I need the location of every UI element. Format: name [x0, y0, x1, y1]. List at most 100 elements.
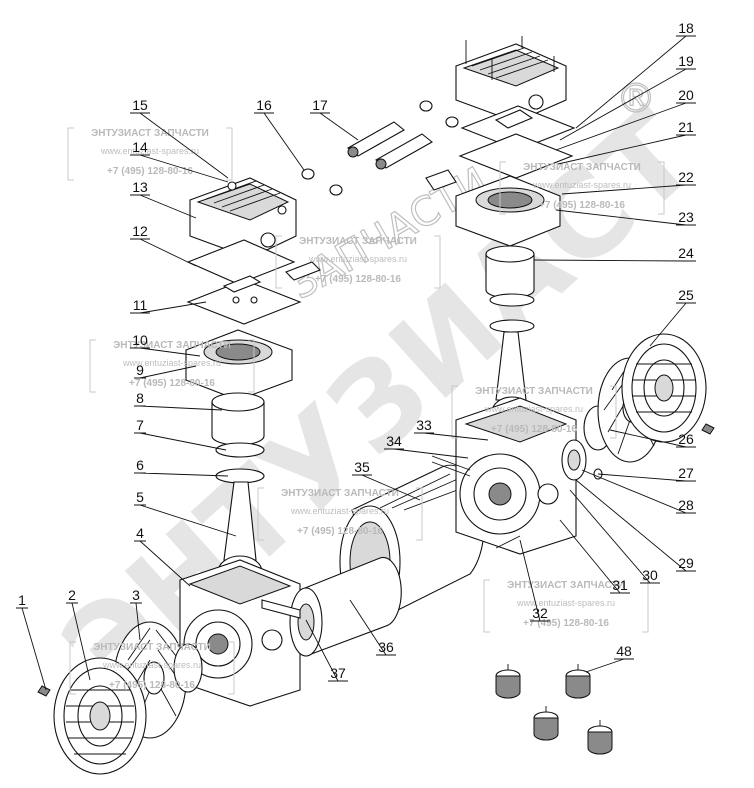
- stamp-site: www.entuziast-spares.ru: [290, 506, 389, 516]
- watermark-stamp: ЭНТУЗИАСТ ЗАПЧАСТИwww.entuziast-spares.r…: [257, 487, 423, 541]
- right-piston: [485, 245, 535, 299]
- right-crankcase: [431, 397, 577, 555]
- callout-number-20: 20: [678, 87, 694, 103]
- stamp-phone: +7 (495) 128-80-16: [523, 618, 609, 629]
- leader-line-37: [305, 619, 348, 682]
- leader-line-36: [349, 599, 396, 656]
- callout-number-14: 14: [132, 139, 148, 155]
- leader-line-48: [585, 658, 634, 673]
- stamp-phone: +7 (495) 128-80-16: [297, 526, 383, 537]
- callout-number-1: 1: [18, 592, 26, 608]
- leader-line-17: [310, 112, 359, 141]
- leader-line-10: [130, 347, 201, 357]
- callout-number-2: 2: [68, 587, 76, 603]
- leader-line-16: [254, 112, 305, 171]
- stamp-site: www.entuziast-spares.ru: [484, 404, 583, 414]
- callout-number-27: 27: [678, 465, 694, 481]
- left-cylinder-assembly: [37, 177, 321, 775]
- left-reed-valve: [222, 275, 262, 293]
- callout-number-33: 33: [416, 417, 432, 433]
- stamp-phone: +7 (495) 128-80-16: [539, 200, 625, 211]
- callout-number-18: 18: [678, 20, 694, 36]
- stamp-title: ЭНТУЗИАСТ ЗАПЧАСТИ: [475, 386, 593, 397]
- right-cylinder-head: [455, 36, 567, 123]
- watermark-stamp: ЭНТУЗИАСТ ЗАПЧАСТИ www.entuziast-spares.r…: [451, 385, 617, 439]
- right-screw: [701, 423, 715, 435]
- stamp-title: ЭНТУЗИАСТ ЗАПЧАСТИ: [523, 162, 641, 173]
- leader-line-24: [533, 259, 696, 262]
- callout-number-30: 30: [642, 567, 658, 583]
- right-reed-valve: [494, 109, 534, 129]
- callout-number-36: 36: [378, 639, 394, 655]
- leader-line-32: [519, 539, 550, 622]
- callout-number-29: 29: [678, 555, 694, 571]
- leader-line-22: [561, 184, 696, 195]
- left-head-gasket: [186, 239, 296, 285]
- left-fan-hub: [173, 643, 203, 693]
- stamp-phone: +7 (495) 128-80-16: [109, 680, 195, 691]
- callout-number-9: 9: [136, 362, 144, 378]
- right-cylinder-assembly: [425, 36, 715, 555]
- stamp-title: ЭНТУЗИАСТ ЗАПЧАСТИ: [113, 340, 231, 351]
- leader-line-34: [384, 448, 469, 459]
- right-valve-plate: [458, 133, 574, 179]
- left-piston: [211, 392, 265, 446]
- callout-number-24: 24: [678, 245, 694, 261]
- leader-line-29: [575, 479, 696, 572]
- leader-line-2: [66, 602, 91, 681]
- leader-line-3: [130, 602, 142, 641]
- watermark-stamp: ЭНТУЗИАСТ ЗАПЧАСТИwww.entuziast-spares.r…: [67, 127, 233, 181]
- left-piston-ring-1: [215, 442, 265, 458]
- callout-number-4: 4: [136, 525, 144, 541]
- stamp-title: ЭНТУЗИАСТ ЗАПЧАСТИ: [91, 128, 209, 139]
- right-reed-valve-2: [425, 169, 457, 191]
- leader-line-18: [575, 35, 696, 129]
- leader-line-15: [130, 112, 229, 179]
- leader-line-28: [581, 469, 696, 514]
- callout-number-6: 6: [136, 457, 144, 473]
- callout-number-8: 8: [136, 390, 144, 406]
- leader-line-4: [134, 540, 191, 587]
- callout-number-5: 5: [136, 489, 144, 505]
- stamp-site: www.entuziast-spares.ru: [532, 180, 631, 190]
- left-fan-guard: [53, 657, 147, 775]
- stamp-phone: +7 (495) 128-80-16: [491, 424, 577, 435]
- right-piston-ring-2: [489, 319, 535, 333]
- callout-number-16: 16: [256, 97, 272, 113]
- callout-number-10: 10: [132, 332, 148, 348]
- callout-number-21: 21: [678, 119, 694, 135]
- right-cylinder: [455, 175, 561, 247]
- leader-line-8: [134, 405, 223, 411]
- stamp-site: www.entuziast-spares.ru: [308, 254, 407, 264]
- leader-line-33: [414, 432, 489, 441]
- callout-number-37: 37: [330, 665, 346, 681]
- rubber-feet: [495, 664, 613, 755]
- callout-number-11: 11: [133, 297, 148, 313]
- leader-line-19: [559, 68, 696, 141]
- leader-line-1: [16, 607, 47, 691]
- leader-line-23: [555, 209, 696, 226]
- leader-line-9: [134, 365, 197, 379]
- callout-number-31: 31: [612, 577, 628, 593]
- leader-line-13: [130, 194, 197, 219]
- watermark-stamp: ЭНТУЗИАСТ ЗАПЧАСТИ www.entuziast-spares.r…: [499, 161, 665, 215]
- intake-filters: [301, 100, 459, 196]
- left-screw: [37, 685, 51, 697]
- stamp-phone: +7 (495) 128-80-16: [129, 378, 215, 389]
- leader-line-21: [557, 134, 696, 165]
- callout-number-32: 32: [532, 605, 548, 621]
- callout-number-35: 35: [354, 459, 370, 475]
- leader-line-25: [649, 302, 696, 347]
- leader-line-30: [569, 489, 660, 584]
- watermark-stamp: ЭНТУЗИАСТ ЗАПЧАСТИwww.entuziast-spares.r…: [483, 579, 649, 633]
- callout-number-19: 19: [678, 53, 694, 69]
- left-cylinder: [185, 329, 293, 401]
- stamp-site: www.entuziast-spares.ru: [102, 660, 201, 670]
- electric-motor: [261, 464, 485, 657]
- callout-number-28: 28: [678, 497, 694, 513]
- callout-number-34: 34: [386, 433, 402, 449]
- leader-line-6: [134, 472, 229, 477]
- stamp-title: ЭНТУЗИАСТ ЗАПЧАСТИ: [507, 580, 625, 591]
